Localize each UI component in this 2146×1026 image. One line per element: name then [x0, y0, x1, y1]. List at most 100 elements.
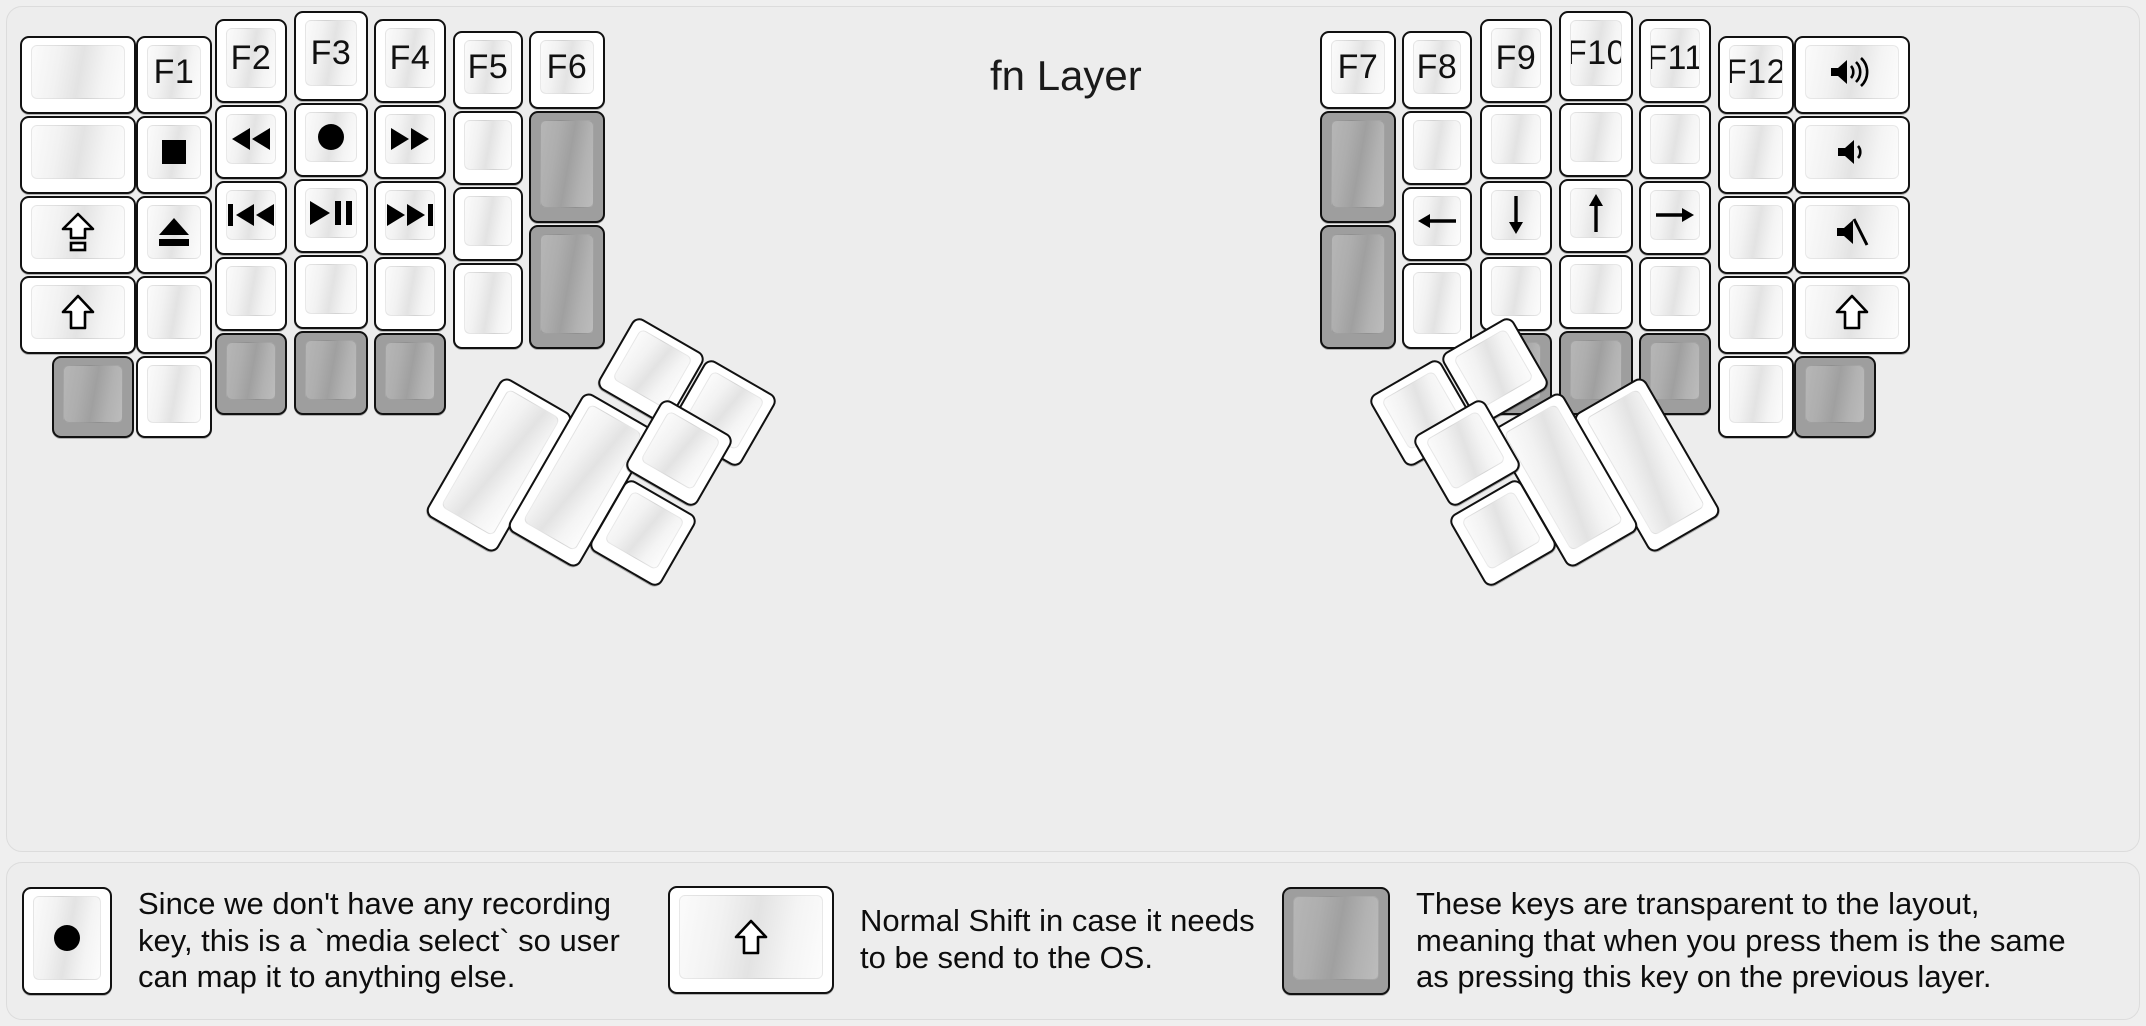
- arrow-right-icon: [1654, 202, 1696, 228]
- left-col-index-inner-key-0[interactable]: F5: [453, 31, 523, 109]
- left-col-index-key-2[interactable]: [374, 181, 446, 255]
- keycap-face: [63, 365, 123, 423]
- shift-icon: [1835, 294, 1869, 330]
- right-col-pinky-outer-key-2[interactable]: [1794, 196, 1910, 274]
- left-col-middle-key-0[interactable]: F3: [294, 11, 368, 101]
- right-col-inner-key-1[interactable]: [1320, 111, 1396, 223]
- right-col-index-key-1[interactable]: [1480, 105, 1552, 179]
- fast-forward-icon: [389, 126, 431, 152]
- keycap-face: [1805, 285, 1899, 339]
- right-col-pinky-outer-key-1[interactable]: [1794, 116, 1910, 194]
- right-col-pinky-outer-key-3[interactable]: [1794, 276, 1910, 354]
- keycap-face: [1461, 490, 1542, 571]
- right-col-pinky-outer-key-4[interactable]: [1794, 356, 1876, 438]
- left-col-pinky-key-2[interactable]: [136, 196, 212, 274]
- prev-track-icon: [227, 202, 275, 228]
- left-col-index-key-0[interactable]: F4: [374, 19, 446, 103]
- legend-sample-key-1: [668, 886, 834, 994]
- key-label: F6: [546, 48, 588, 86]
- left-col-index-key-4[interactable]: [374, 333, 446, 415]
- key-label: F4: [389, 39, 431, 77]
- right-col-index-inner-key-2[interactable]: [1402, 187, 1472, 261]
- keycap-face: F12: [1729, 45, 1783, 99]
- right-col-ring-key-2[interactable]: [1639, 181, 1711, 255]
- left-col-ring-key-2[interactable]: [215, 181, 287, 255]
- right-col-middle-key-3[interactable]: [1559, 255, 1633, 329]
- key-label: F11: [1651, 39, 1699, 77]
- keycap-face: [305, 188, 357, 238]
- right-col-index-inner-key-3[interactable]: [1402, 263, 1472, 349]
- left-col-index-inner-key-2[interactable]: [453, 187, 523, 261]
- left-col-pinky-outer-key-1[interactable]: [20, 116, 136, 194]
- key-label: F3: [310, 34, 352, 72]
- left-col-pinky-key-3[interactable]: [136, 276, 212, 354]
- record-icon: [50, 921, 84, 955]
- right-col-pinky-key-2[interactable]: [1718, 196, 1794, 274]
- right-col-pinky-key-1[interactable]: [1718, 116, 1794, 194]
- right-col-pinky-key-0[interactable]: F12: [1718, 36, 1794, 114]
- left-col-middle-key-2[interactable]: [294, 179, 368, 253]
- left-col-ring-key-3[interactable]: [215, 257, 287, 331]
- keycap-face: [31, 45, 125, 99]
- left-col-index-inner-key-1[interactable]: [453, 111, 523, 185]
- right-col-index-key-3[interactable]: [1480, 257, 1552, 331]
- right-col-pinky-key-4[interactable]: [1718, 356, 1794, 438]
- right-col-index-key-0[interactable]: F9: [1480, 19, 1552, 103]
- left-col-inner-key-1[interactable]: [529, 111, 605, 223]
- keycap-face: [612, 328, 693, 409]
- right-col-middle-key-1[interactable]: [1559, 103, 1633, 177]
- right-col-index-key-2[interactable]: [1480, 181, 1552, 255]
- left-col-index-key-3[interactable]: [374, 257, 446, 331]
- keycap-face: [1331, 234, 1385, 334]
- left-col-pinky-key-0[interactable]: F1: [136, 36, 212, 114]
- keycap-face: [305, 264, 357, 314]
- keycap-face: [305, 340, 357, 400]
- left-col-middle-key-4[interactable]: [294, 331, 368, 415]
- right-col-pinky-key-3[interactable]: [1718, 276, 1794, 354]
- caps-lock-icon: [61, 212, 95, 252]
- keycap-face: [1570, 340, 1622, 400]
- keycap-face: [1413, 120, 1461, 170]
- right-col-ring-key-3[interactable]: [1639, 257, 1711, 331]
- left-col-ring-key-0[interactable]: F2: [215, 19, 287, 103]
- left-col-middle-key-3[interactable]: [294, 255, 368, 329]
- left-col-index-key-1[interactable]: [374, 105, 446, 179]
- keycap-face: [1650, 342, 1700, 400]
- left-col-pinky-key-4[interactable]: [136, 356, 212, 438]
- keycap-face: [540, 120, 594, 208]
- left-col-pinky-outer-key-3[interactable]: [20, 276, 136, 354]
- right-col-index-inner-key-0[interactable]: F8: [1402, 31, 1472, 109]
- left-col-ring-key-1[interactable]: [215, 105, 287, 179]
- keycap-face: F5: [464, 40, 512, 94]
- keycap-face: [1293, 895, 1379, 980]
- keycap-face: [1650, 114, 1700, 164]
- right-col-inner-key-0[interactable]: F7: [1320, 31, 1396, 109]
- legend-item-0: Since we don't have any recording key, t…: [22, 886, 620, 996]
- keycap-face: [1413, 272, 1461, 334]
- left-col-pinky-key-1[interactable]: [136, 116, 212, 194]
- right-col-ring-key-0[interactable]: F11: [1639, 19, 1711, 103]
- keycap-face: [640, 410, 721, 491]
- legend-text-0: Since we don't have any recording key, t…: [138, 886, 620, 995]
- left-col-pinky-outer-key-0[interactable]: [20, 36, 136, 114]
- key-label: F5: [467, 48, 509, 86]
- right-col-pinky-outer-key-0[interactable]: [1794, 36, 1910, 114]
- right-col-middle-key-2[interactable]: [1559, 179, 1633, 253]
- left-col-ring-key-4[interactable]: [215, 333, 287, 415]
- keycap-face: [1650, 266, 1700, 316]
- shift-icon: [734, 919, 768, 955]
- keycap-face: [1453, 328, 1534, 409]
- left-col-inner-key-2[interactable]: [529, 225, 605, 349]
- keycap-face: [31, 205, 125, 259]
- left-col-inner-key-0[interactable]: F6: [529, 31, 605, 109]
- right-col-middle-key-0[interactable]: F10: [1559, 11, 1633, 101]
- left-col-middle-key-1[interactable]: [294, 103, 368, 177]
- right-col-inner-key-2[interactable]: [1320, 225, 1396, 349]
- left-col-pinky-outer-key-4[interactable]: [52, 356, 134, 438]
- right-col-index-inner-key-1[interactable]: [1402, 111, 1472, 185]
- left-col-index-inner-key-3[interactable]: [453, 263, 523, 349]
- right-col-ring-key-1[interactable]: [1639, 105, 1711, 179]
- left-col-pinky-outer-key-2[interactable]: [20, 196, 136, 274]
- keycap-face: [305, 112, 357, 162]
- record-icon: [314, 120, 348, 154]
